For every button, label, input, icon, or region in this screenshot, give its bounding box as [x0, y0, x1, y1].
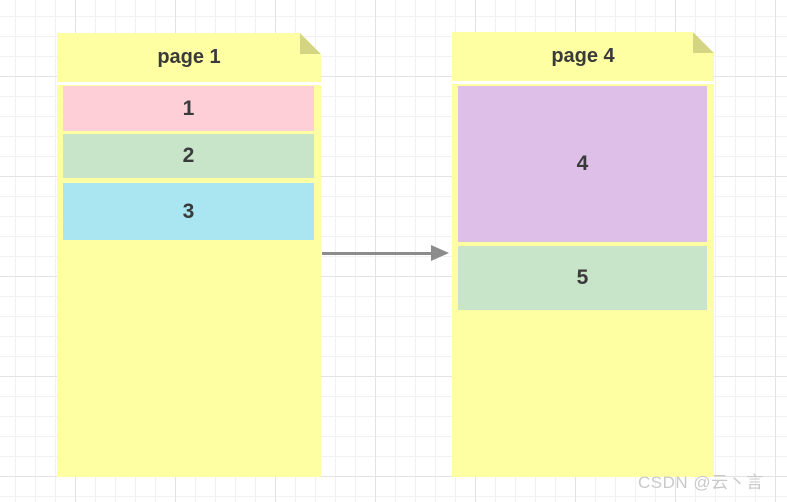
- header-separator: [452, 81, 714, 84]
- record-row: 5: [458, 246, 707, 310]
- page-title: page 1: [157, 46, 221, 68]
- record-row: 3: [63, 183, 314, 240]
- page-title: page 4: [551, 45, 615, 67]
- page-note-4: page 4 4 5: [452, 32, 714, 477]
- record-label: 4: [576, 152, 589, 175]
- record-label: 3: [182, 199, 195, 223]
- record-label: 5: [576, 266, 589, 289]
- record-row: 1: [63, 86, 314, 131]
- record-row: 2: [63, 134, 314, 178]
- record-label: 2: [182, 144, 195, 167]
- arrow-line: [322, 252, 434, 255]
- watermark: CSDN @云丶言: [638, 473, 764, 492]
- record-label: 1: [182, 96, 195, 120]
- page-note-1: page 1 1 2 3: [57, 33, 321, 477]
- header-separator: [57, 82, 321, 85]
- arrow-head-icon: [431, 245, 449, 261]
- record-row: 4: [458, 86, 707, 242]
